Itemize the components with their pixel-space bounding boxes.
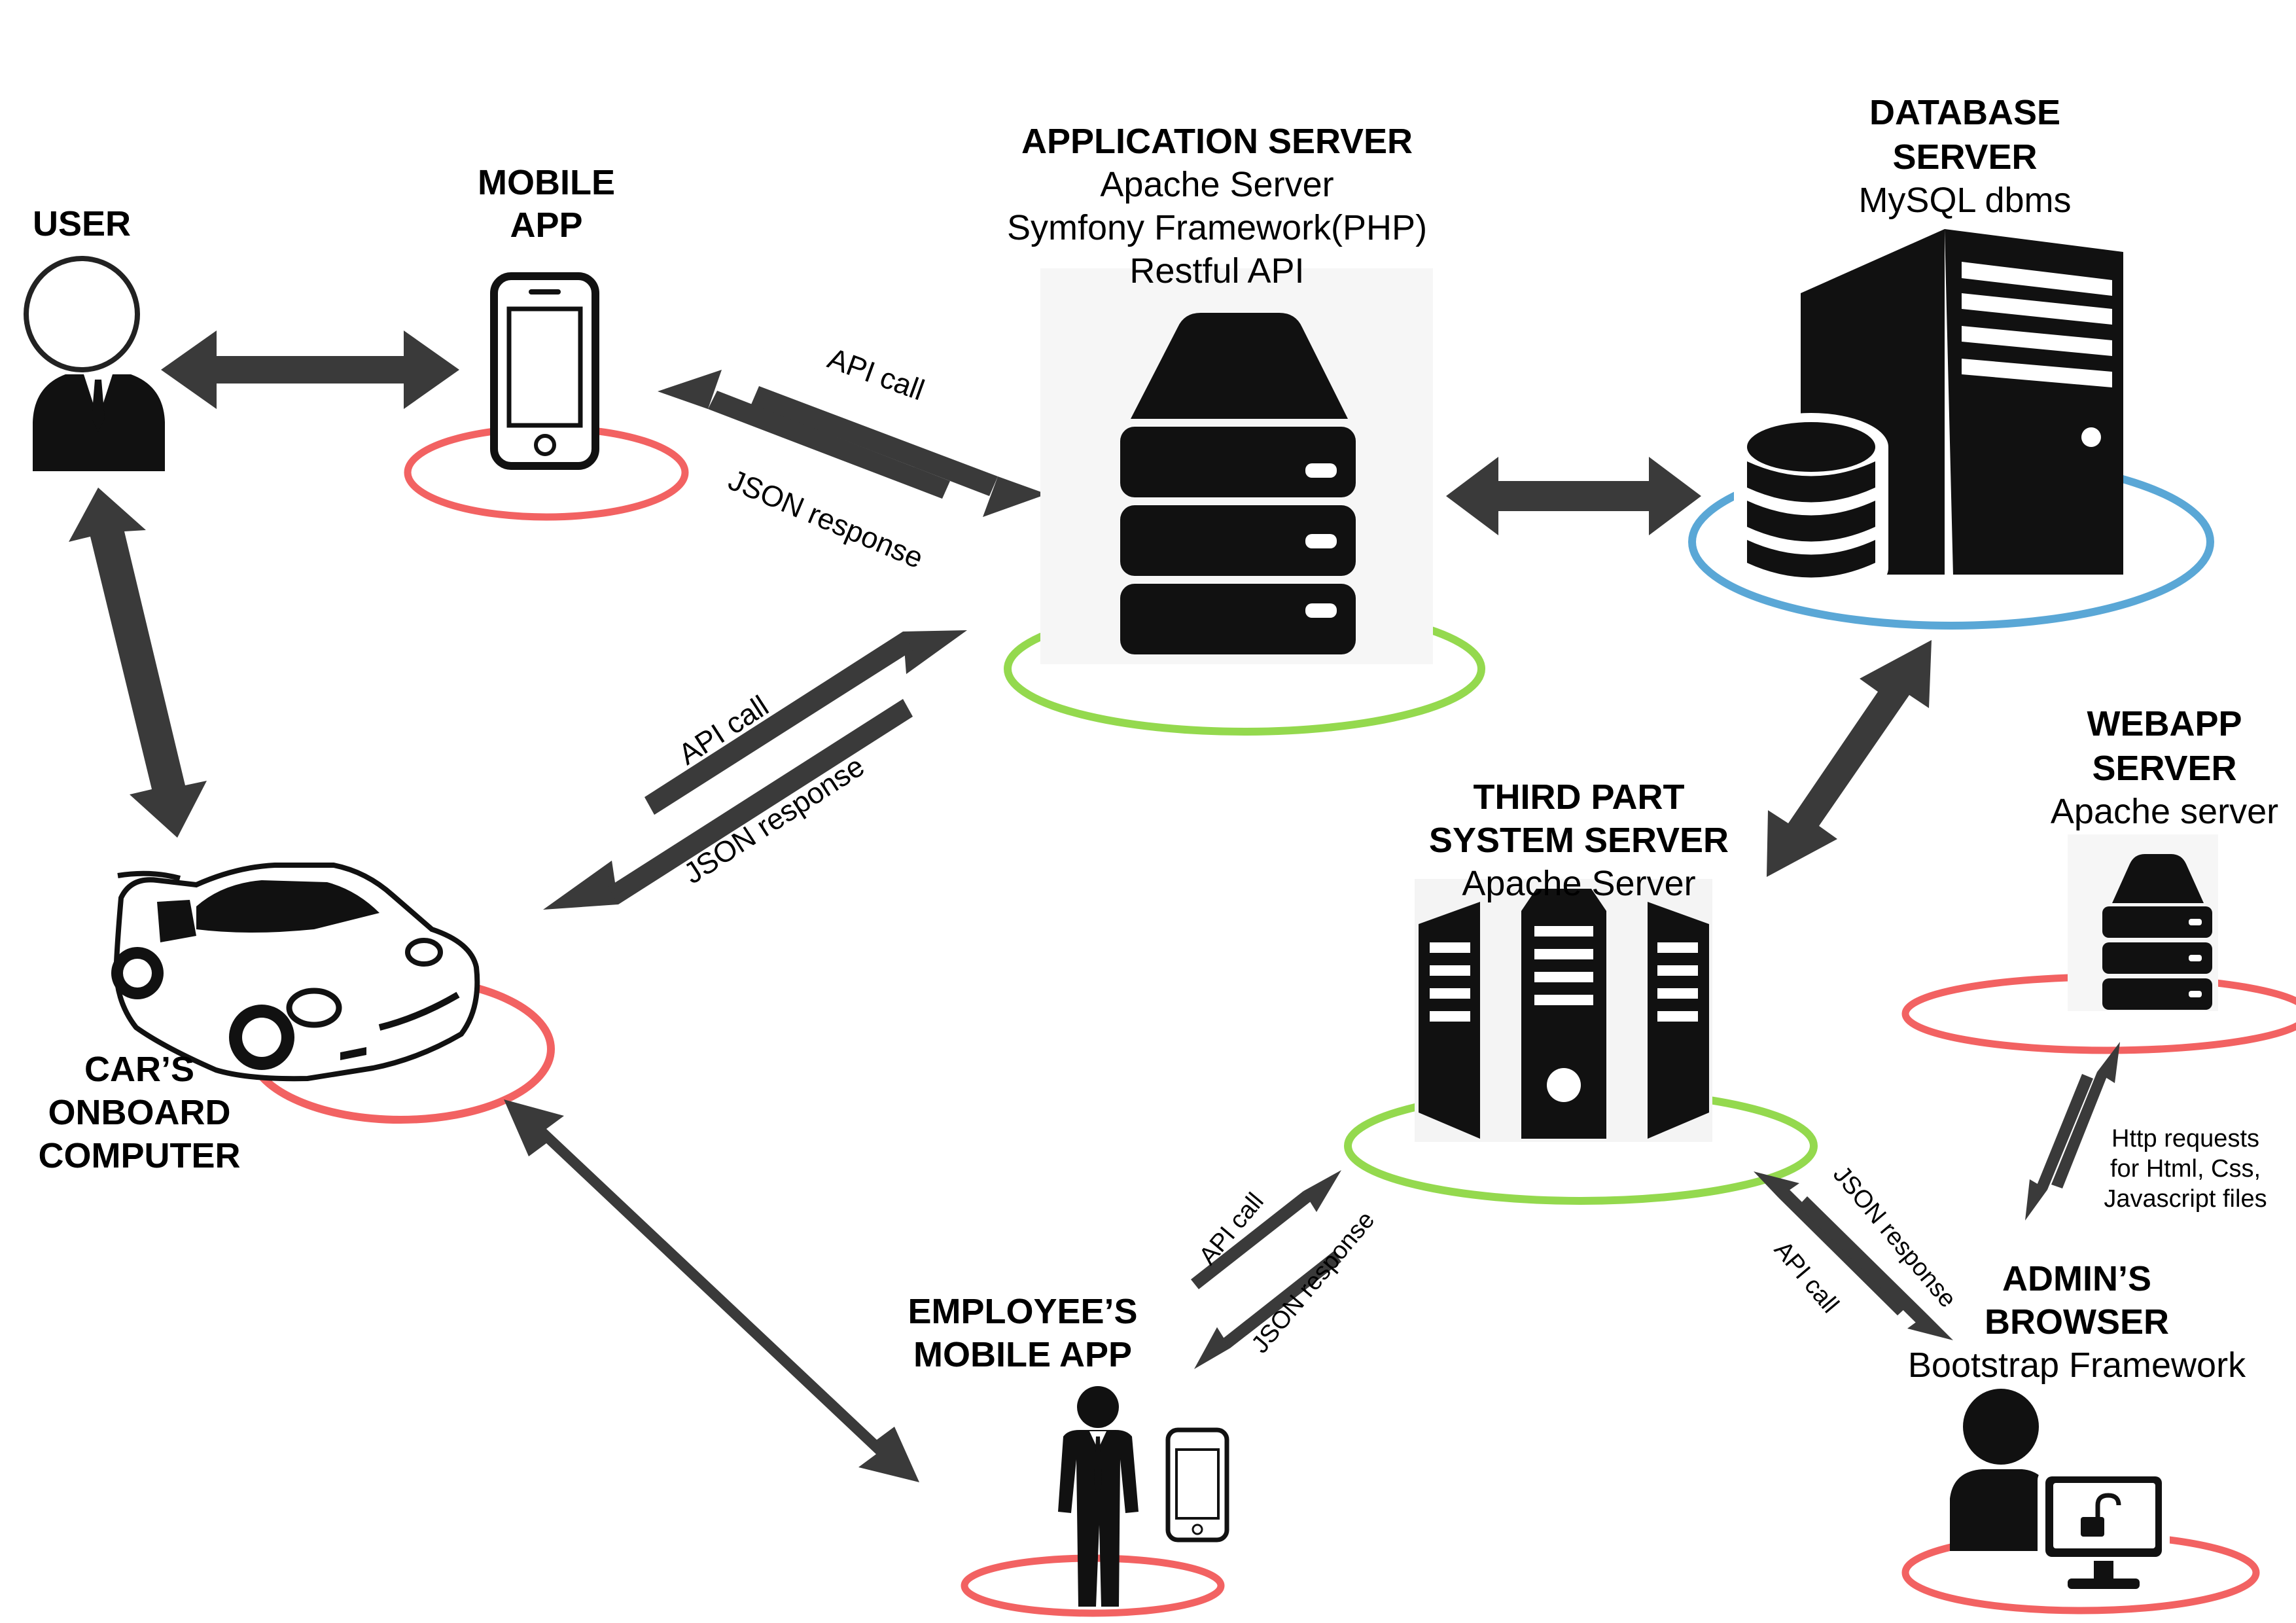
database-server-subtitle: MySQL dbms: [1858, 181, 2071, 220]
car-title-line3: COMPUTER: [39, 1136, 241, 1175]
mobile-api-call-label: API call: [824, 341, 929, 406]
webapp-title-line1: WEBAPP: [2087, 704, 2242, 743]
mobile-app-label: MOBILE APP: [478, 163, 615, 245]
third-part-admin-arrows: [1754, 1171, 1953, 1340]
admin-subtitle: Bootstrap Framework: [1908, 1346, 2246, 1385]
mobile-app-title-line1: MOBILE: [478, 163, 615, 202]
third-part-title-line1: THIRD PART: [1474, 777, 1685, 817]
employee-icon: [1058, 1386, 1229, 1607]
database-server-icon: [1734, 229, 2123, 602]
employee-label: EMPLOYEE’S MOBILE APP: [908, 1292, 1137, 1374]
app-db-arrow: [1446, 457, 1701, 535]
car-label: CAR’S ONBOARD COMPUTER: [39, 1050, 241, 1175]
employee-title-line2: MOBILE APP: [913, 1335, 1132, 1374]
application-server-subtitle-3: Restful API: [1129, 251, 1304, 291]
smartphone-icon: [490, 272, 599, 470]
application-server-label: APPLICATION SERVER Apache Server Symfony…: [1007, 122, 1427, 291]
third-part-subtitle: Apache Server: [1462, 864, 1695, 903]
user-icon: [24, 256, 165, 471]
db-third-part-arrow: [1767, 640, 1932, 877]
user-mobile-arrow: [161, 330, 459, 409]
mobile-app-title-line2: APP: [510, 205, 582, 245]
application-server-title: APPLICATION SERVER: [1021, 122, 1413, 161]
car-title-line2: ONBOARD: [48, 1093, 231, 1132]
third-part-label: THIRD PART SYSTEM SERVER Apache Server: [1429, 777, 1729, 903]
mobile-app-server-arrows: [658, 370, 1047, 517]
application-server-subtitle-2: Symfony Framework(PHP): [1007, 208, 1427, 247]
employee-title-line1: EMPLOYEE’S: [908, 1292, 1137, 1331]
car-icon: [111, 863, 480, 1082]
user-label: USER: [33, 204, 131, 243]
user-car-arrow: [69, 488, 207, 838]
server-icon-small: [2068, 834, 2218, 1011]
application-server-subtitle-1: Apache Server: [1100, 165, 1333, 204]
user-title: USER: [33, 204, 131, 243]
car-title-line1: CAR’S: [84, 1050, 194, 1089]
webapp-subtitle: Apache server: [2051, 792, 2278, 831]
admin-computer-icon: [1950, 1389, 2170, 1589]
webapp-admin-arrows: [2025, 1042, 2120, 1221]
server-rack-icon: [1415, 879, 1712, 1142]
http-requests-line1: Http requests: [2111, 1125, 2259, 1152]
car-employee-arrow: [504, 1099, 919, 1482]
database-server-label: DATABASE SERVER MySQL dbms: [1858, 93, 2071, 220]
webapp-title-line2: SERVER: [2092, 749, 2236, 788]
http-requests-line3: Javascript files: [2104, 1185, 2267, 1213]
admin-title-line1: ADMIN’S: [2002, 1259, 2151, 1298]
admin-title-line2: BROWSER: [1985, 1302, 2169, 1342]
admin-label: ADMIN’S BROWSER Bootstrap Framework: [1908, 1259, 2246, 1385]
database-server-title-line1: DATABASE: [1869, 93, 2060, 132]
employee-third-part-arrows: [1191, 1170, 1341, 1369]
third-part-title-line2: SYSTEM SERVER: [1429, 821, 1729, 860]
http-requests-label: Http requests for Html, Css, Javascript …: [2104, 1125, 2267, 1213]
car-app-server-arrows: [543, 630, 967, 910]
server-icon: [1040, 268, 1433, 664]
database-server-title-line2: SERVER: [1892, 137, 2037, 177]
webapp-label: WEBAPP SERVER Apache server: [2051, 704, 2278, 831]
http-requests-line2: for Html, Css,: [2110, 1155, 2261, 1183]
